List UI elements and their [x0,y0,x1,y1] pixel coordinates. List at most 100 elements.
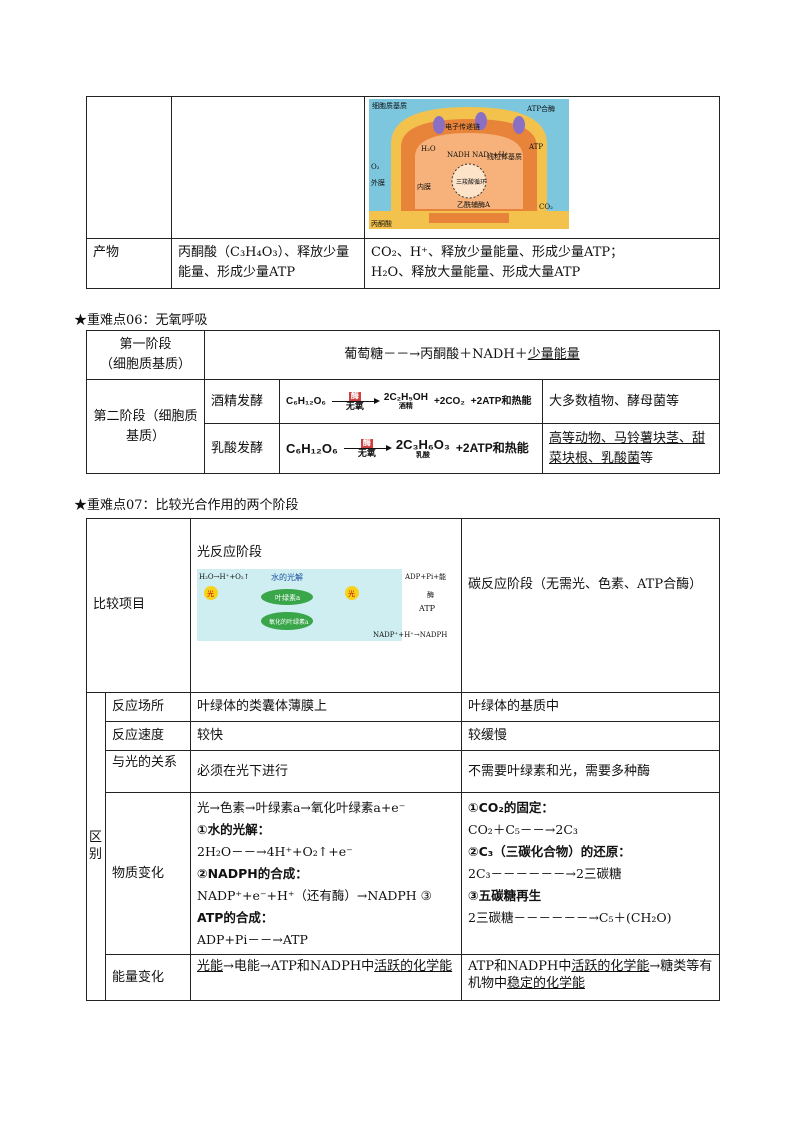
energy-label: 能量变化 [105,954,191,1002]
fig-light-left: 光 [207,589,214,598]
matter-dark-h3: ③五碳糖再生 [468,887,542,903]
fig-h2o-eq: H₂O→H⁺+O₂↑ [199,573,250,581]
matter-dark: ①CO₂的固定： CO₂＋C₅－－→2C₃ ②C₃（三碳化合物）的还原： 2C₃… [461,792,720,956]
matter-light: 光→色素→叶绿素a→氧化叶绿素a+e⁻ ①水的光解： 2H₂O－－→4H⁺+O₂… [190,792,462,956]
sun-icon-right [345,586,359,601]
site-label: 反应场所 [105,691,191,723]
alcohol-arrow: 酶 无氧 [331,390,380,412]
fig-label-nadh: NADH NAD⁺+H⁺ [447,151,509,159]
lactic-product: 2C₃H₆O₃ [395,436,450,452]
energy-dark-u1: 活跃的化学能 [571,959,650,975]
energy-light-u2: 活跃的化学能 [374,959,453,975]
speed-dark: 较缓慢 [461,721,720,752]
matter-dark-line3: 2三碳糖－－－－－－→C₅＋(CH₂O) [468,909,672,925]
alcohol-product: 2C₂H₅OH [383,392,428,404]
matter-light-line3: NADP⁺+e⁻+H⁺（还有酶）→NADPH ③ [197,887,432,903]
fig-water-split: 水的光解 [271,572,303,582]
mitochondria-figure-cell: 细胞质基质 ATP合酶 电子传递链 外膜 内膜 线粒体基质 NADH NAD⁺+… [364,95,720,240]
stage1-label-line1: 第一阶段 [119,337,172,352]
speed-label: 反应速度 [105,721,191,752]
fig-nadp: NADP⁺+H⁺→NADPH [373,631,447,639]
matter-dark-line2: 2C₃－－－－－－→2三碳糖 [468,865,622,881]
alcohol-label: 酒精发酵 [204,379,280,425]
alcohol-condition: 无氧 [345,400,364,411]
fig-label-acetyl: 乙酰辅酶A [457,200,491,209]
lactic-arrow: 酶 无氧 [343,437,392,459]
fig-label-o2: O₂ [371,163,380,171]
matter-dark-h2: ②C₃（三碳化合物）的还原： [468,844,631,860]
energy-dark-u2: 稳定的化学能 [507,976,586,992]
stage1-equation-text: 葡萄糖－－→丙酮酸＋NADH＋ [344,347,528,363]
diff-label: 区别 [86,691,106,1002]
matter-dark-h1: ①CO₂的固定： [468,800,554,816]
lightrel-dark: 不需要叶绿素和光，需要多种酶 [461,750,720,794]
stage1-equation-energy: 少量能量 [527,347,580,363]
matter-light-h1: ①水的光解： [197,822,271,838]
alcohol-product-note: 酒精 [398,403,413,411]
energy-light-u1: 光能 [197,959,224,975]
lactic-condition: 无氧 [357,447,376,458]
stage1-label: 第一阶段 （细胞质基质） [86,329,205,381]
matter-light-h3: ATP的合成： [197,909,274,925]
fig-chl-a: 叶绿素a [275,593,300,602]
matter-light-line1: 光→色素→叶绿素a→氧化叶绿素a+e⁻ [197,800,406,816]
lactic-label: 乳酸发酵 [204,423,280,475]
lightrel-label: 与光的关系 [105,750,191,794]
table1-empty-cell [86,95,172,240]
site-light: 叶绿体的类囊体薄膜上 [190,691,462,723]
lactic-product-note: 乳酸 [415,452,430,460]
energy-dark: ATP和NADPH中活跃的化学能→糖类等有机物中稳定的化学能 [461,954,720,1002]
fig-label-matrix: 线粒体基质 [487,152,522,161]
site-dark: 叶绿体的基质中 [461,691,720,723]
lactic-enzyme: 酶 [360,437,373,448]
light-stage-cell: 光反应阶段 H₂O→H⁺+O₂↑ 水的光解 光 光 叶绿素a 氧化的叶绿素a A… [190,518,462,693]
stage2-product-line1: CO₂、H⁺、释放少量能量、形成少量ATP； [371,245,624,261]
heading-anaerobic: ★重难点06：无氧呼吸 [74,313,208,328]
matter-dark-line1: CO₂＋C₅－－→2C₃ [468,822,578,838]
diff-label-text: 区别 [89,829,103,862]
heading-photosynthesis: ★重难点07：比较光合作用的两个阶段 [74,498,299,513]
matter-light-h2: ②NADPH的合成： [197,865,308,881]
lactic-equation: C₆H₁₂O₆ 酶 无氧 2C₃H₆O₃ 乳酸 +2ATP和热能 [279,423,543,475]
energy-light-mid: →电能→ATP和NADPH中 [223,959,375,975]
fig-ox-chl: 氧化的叶绿素a [269,618,309,626]
fig-label-cycle: 三羧酸循环 [456,178,486,186]
fig-label-etc: 电子传递链 [445,122,480,131]
krebs-cycle-circle [451,163,487,199]
light-reaction-diagram: H₂O→H⁺+O₂↑ 水的光解 光 光 叶绿素a 氧化的叶绿素a ADP+Pi+… [197,569,455,642]
fig-atp: ATP [418,604,436,613]
product-label: 产物 [86,238,172,290]
fig-label-outer: 外膜 [371,178,385,187]
mitochondria-diagram: 细胞质基质 ATP合酶 电子传递链 外膜 内膜 线粒体基质 NADH NAD⁺+… [369,99,569,229]
fig-label-top-left: 细胞质基质 [372,101,407,110]
fig-enzyme: 酶 [427,590,434,599]
energy-light: 光能→电能→ATP和NADPH中活跃的化学能 [190,954,462,1002]
fig-label-pyruvate: 丙酮酸 [371,219,392,228]
light-stage-title: 光反应阶段 [197,545,263,560]
matter-label: 物质变化 [105,792,191,956]
stage2-label: 第二阶段（细胞质基质） [86,379,205,475]
stage1-product: 丙酮酸（C₃H₄O₃）、释放少量能量、形成少量ATP [171,238,365,290]
fig-label-inner: 内膜 [417,182,431,191]
dark-stage: 碳反应阶段（无需光、色素、ATP合酶） [461,518,720,693]
chlorophyll-a [261,589,313,606]
lactic-examples: 高等动物、马铃薯块茎、甜菜块根、乳酸菌等 [542,423,720,475]
alcohol-equation: C₆H₁₂O₆ 酶 无氧 2C₂H₅OH 酒精 +2CO₂ +2ATP和热能 [279,379,543,425]
stage1-equation: 葡萄糖－－→丙酮酸＋NADH＋少量能量 [204,329,720,381]
alcohol-tail1: +2CO₂ [433,396,465,408]
alcohol-enzyme: 酶 [348,390,361,401]
energy-dark-pre: ATP和NADPH中 [468,959,572,975]
sun-icon-left [204,586,218,601]
stage2-product: CO₂、H⁺、释放少量能量、形成少量ATP； H₂O、释放大量能量、形成大量AT… [364,238,720,290]
alcohol-tail2: +2ATP和热能 [470,396,532,408]
anaerobic-table: 第一阶段 （细胞质基质） 葡萄糖－－→丙酮酸＋NADH＋少量能量 第二阶段（细胞… [86,329,720,475]
alcohol-reactant: C₆H₁₂O₆ [286,396,326,408]
lactic-examples-suffix: 等 [640,450,654,466]
speed-light: 较快 [190,721,462,752]
table1-empty-cell [171,95,365,240]
fig-adp: ADP+Pi+能 [404,572,446,581]
matter-light-line2: 2H₂O－－→4H⁺+O₂↑+e⁻ [197,844,353,860]
aerobic-table: 细胞质基质 ATP合酶 电子传递链 外膜 内膜 线粒体基质 NADH NAD⁺+… [86,95,720,290]
stage1-label-line2: （细胞质基质） [99,357,191,373]
photosynthesis-table: 比较项目 光反应阶段 H₂O→H⁺+O₂↑ 水的光解 光 光 叶绿素a 氧化的叶… [86,518,720,1002]
